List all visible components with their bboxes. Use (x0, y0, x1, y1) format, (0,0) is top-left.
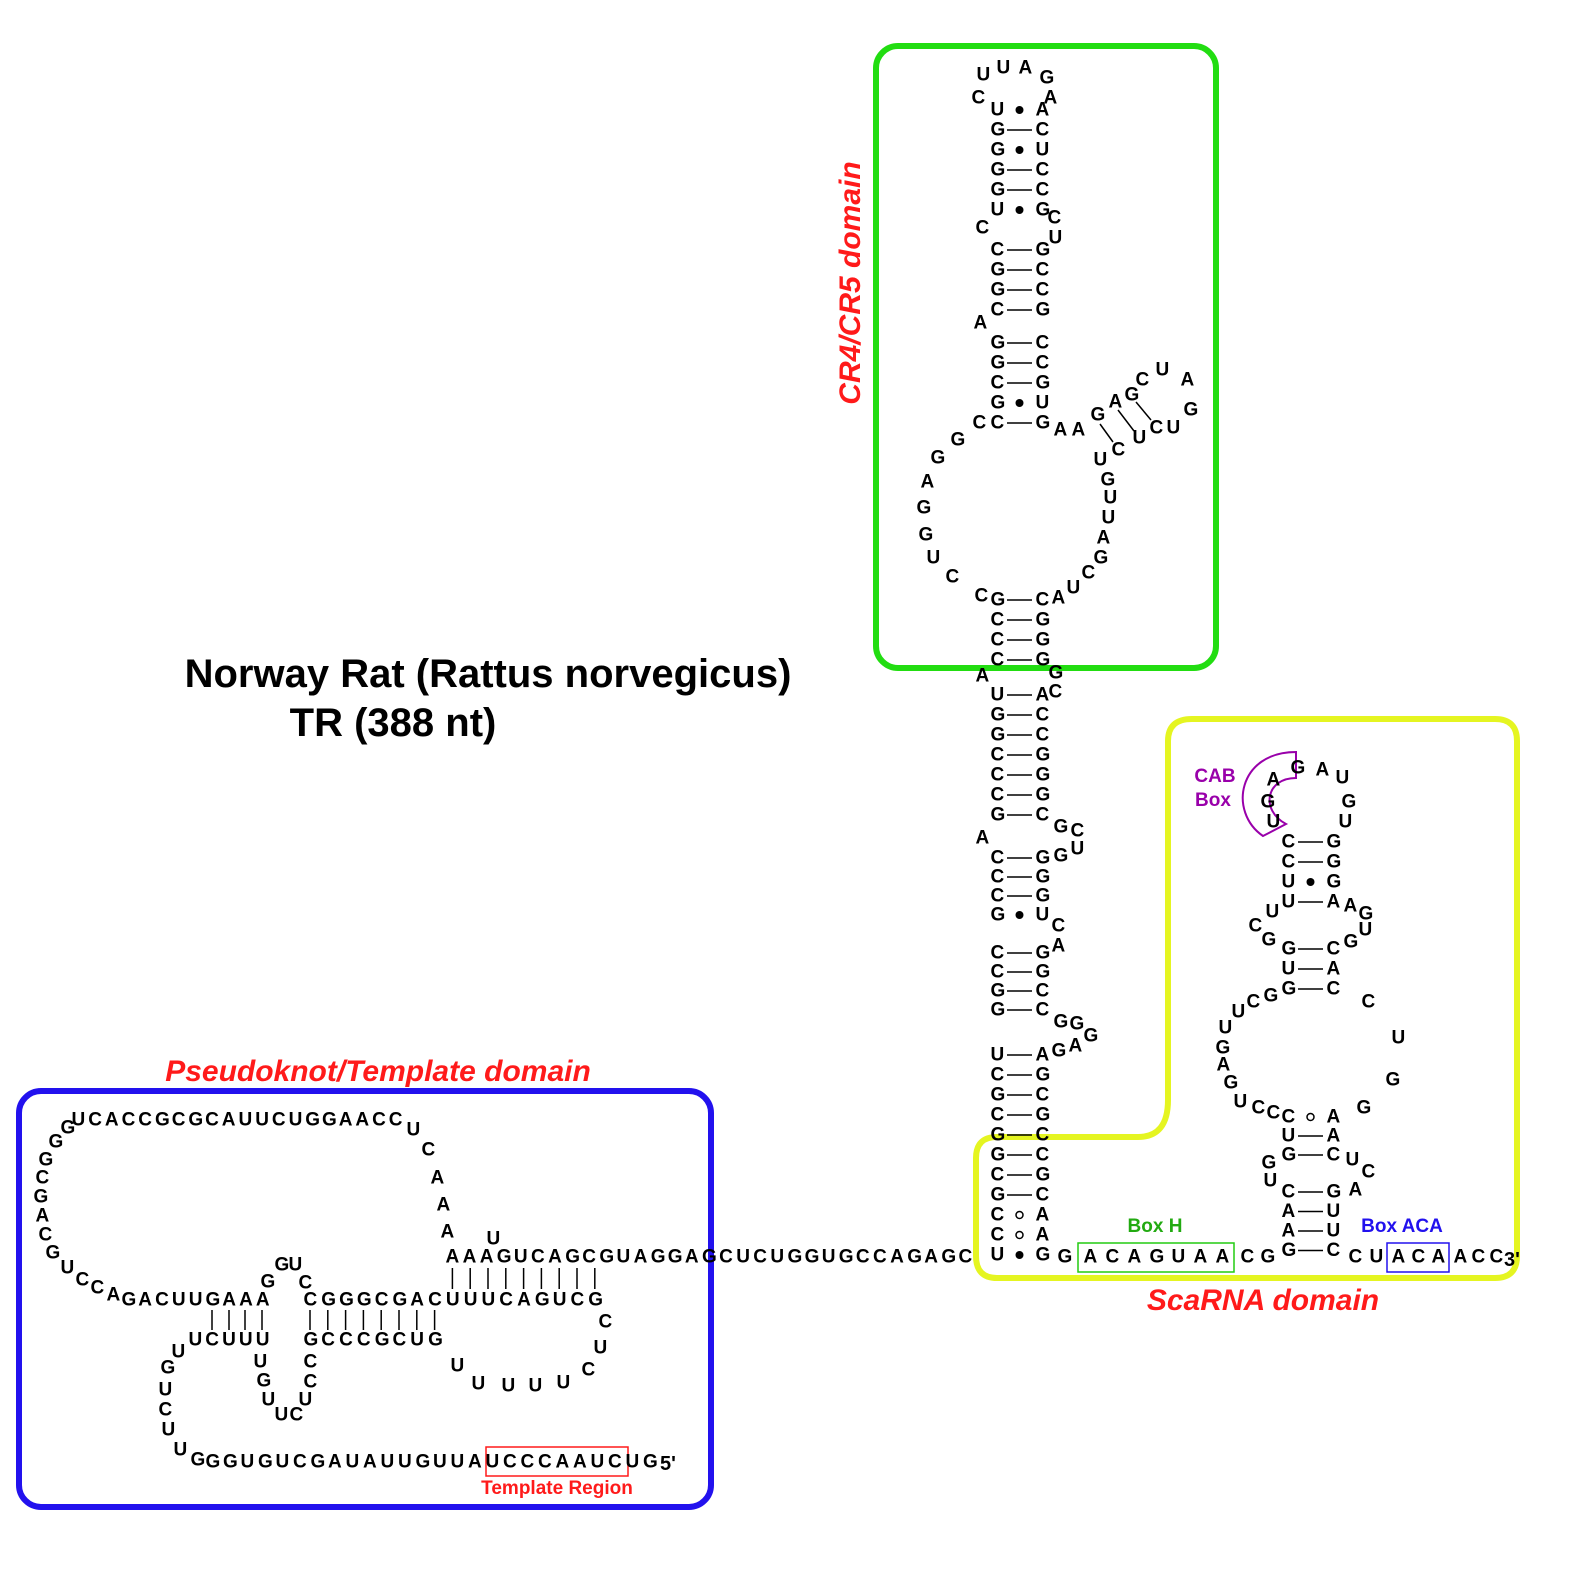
cab-box-outline (1241, 750, 1297, 838)
sequence-sca-stemC-right: CAC (1327, 939, 1341, 1000)
sequence-pk-row2b: CGGGCGACUUUCAGUCG (304, 1290, 604, 1311)
sequence-scarna-post-stem: CU (1349, 1247, 1384, 1268)
noncanonical-pair-circle (1306, 1112, 1315, 1122)
sequence-stem6-bulge-right: CA (1052, 916, 1066, 957)
gu-pair-dot (1015, 146, 1024, 154)
sequence-sca-loop-left: CCUGAGUUCG (1216, 986, 1281, 1124)
title-line2: TR (388 nt) (290, 701, 497, 745)
box-h-frame (1077, 1242, 1235, 1273)
pseudoknot-domain-label: Pseudoknot/Template domain (165, 1055, 591, 1088)
sequence-cr-stem1-right: ACUCCG (1036, 100, 1051, 221)
sequence-sca-loop-right: CUGG (1357, 992, 1406, 1119)
box-aca-label: Box ACA (1361, 1216, 1443, 1237)
sequence-pk-left-down: UGUCUUG (159, 1342, 206, 1471)
sequence-pk-left-arc: GGGCGACGUCCA (34, 1118, 121, 1306)
sequence-stem6-left: CCCG (991, 848, 1006, 926)
sequence-stem8-right: AGCGCCGCAAG (1036, 1045, 1051, 1266)
sequence-pk-loop-right: CUCUUUUU (451, 1312, 613, 1397)
sequence-pk-row2: GACUUGAAA (122, 1290, 270, 1311)
sequence-stem8-left: UCGCGGCGCCU (991, 1045, 1006, 1266)
sequence-tail: ACC (1454, 1247, 1504, 1268)
sequence-stem5-bulge-left: A (976, 828, 990, 849)
gu-pair-dot (1015, 1251, 1024, 1259)
sequence-stem4-right: CGGG (1036, 590, 1051, 671)
sequence-cr-stem2-left: CGGC (991, 240, 1006, 321)
cr4-cr5-domain-label: CR4/CR5 domain (834, 161, 867, 404)
sequence-box-aca: ACA (1392, 1247, 1446, 1268)
base-pair-marks (211, 106, 1323, 1330)
sequence-scarna-pre-box-h: G (1058, 1247, 1073, 1268)
sequence-stem6-right: GGGU (1036, 848, 1051, 926)
sequence-cr-bulge-left: C (976, 218, 990, 239)
sequence-sca-stemA-left: CAAG (1282, 1182, 1297, 1262)
sequence-cr-loop-right: AAGAGCUAGUCUCUGUUAGCUA (1052, 360, 1199, 609)
sequence-stem4-left: GCCC (991, 590, 1006, 671)
sequence-cr-stem3-left: GGCGC (991, 333, 1006, 434)
gu-pair-dot (1015, 206, 1024, 214)
sequence-pk-row3a: UCUUU (189, 1330, 270, 1351)
nucleotides: CUUAGAUGGGGUACUCCGCUCCGGCGCCGAGGCGCCCGUG… (34, 58, 1504, 1473)
sequence-stem7-left: CCGG (991, 943, 1006, 1021)
sequence-stem7-bulge-right: GGGAG (1052, 1012, 1099, 1062)
sequence-pk-mid-loop: UGUUCUCC (254, 1352, 318, 1426)
gu-pair-dot (1015, 106, 1024, 114)
cab-box-label-line2: Box (1195, 790, 1231, 811)
sequence-box-h: ACAGUAA (1084, 1247, 1230, 1268)
box-aca-frame (1386, 1242, 1450, 1273)
sequence-sca-stemC-left-bulge: GCU (1249, 902, 1280, 951)
cr-p6-1-pair-lines (1099, 401, 1152, 443)
sequence-sca-stemA-left-bulge: UG (1262, 1153, 1278, 1192)
sequence-sca-stemA-right: GUUC (1327, 1182, 1342, 1262)
cab-box-label-line1: CAB (1194, 766, 1235, 787)
sequence-cr-stem1-left: UGGGGU (991, 100, 1006, 221)
sequence-stem4-bulge-right: GC (1049, 663, 1064, 703)
sequence-cr-stem3-right: CCGUG (1036, 333, 1051, 434)
sequence-sca-stemA-right-bulge: ACU (1346, 1150, 1376, 1201)
sequence-scarna-post-box-h: CG (1241, 1247, 1276, 1268)
sequence-stem4-bulge-left: A (976, 666, 990, 687)
sequence-stem5-right: ACCGGGC (1036, 685, 1051, 826)
noncanonical-pair-circle (1015, 1230, 1024, 1240)
sequence-pk-hairpin-top: GGUC (261, 1255, 313, 1294)
sequence-stem5-left: UGGCCCG (991, 685, 1006, 826)
sequence-pk-bottom: GGUGUCGAUAUUGUUAUCCCAAUCUG (206, 1452, 658, 1473)
sequence-sca-stemC-left: GUG (1282, 939, 1297, 1000)
sequence-stem7-right: GGCC (1036, 943, 1051, 1021)
sequence-sca-stemB-right: AAC (1327, 1107, 1341, 1166)
box-h-label: Box H (1128, 1216, 1183, 1237)
gu-pair-dot (1015, 911, 1024, 919)
sequence-sca-stemD-right: GGGA (1327, 832, 1342, 913)
sequence-sca-stemB-left: CUG (1282, 1107, 1297, 1166)
sequence-sca-stemD-left: CCUU (1282, 832, 1296, 913)
sequence-pk-row3b: GCCCGCUG (304, 1330, 443, 1351)
gu-pair-dot (1306, 878, 1315, 886)
sequence-cr-loop-left: CGGAGGUCC (917, 413, 989, 607)
sequence-stem5-bulge-right: GCUG (1054, 817, 1085, 867)
sequence-linker: AAAGUCAGCGUAGGAGCUCUGGUGCCAGAGC (446, 1247, 973, 1268)
scarna-domain-box (973, 716, 1520, 1281)
noncanonical-pair-circle (1015, 1210, 1024, 1220)
sequence-pk-top: UCACCGCGCAUUCUGGAACC (72, 1110, 403, 1131)
template-region-box (485, 1446, 629, 1477)
five-prime-label: 5' (660, 1453, 676, 1475)
scarna-domain-label: ScaRNA domain (1147, 1284, 1379, 1317)
pseudoknot-domain-box (16, 1088, 714, 1510)
sequence-sca-stemC-right-bulge: GUGA (1344, 896, 1374, 953)
sequence-cr-bulge-right: CU (1048, 208, 1063, 249)
title-line1: Norway Rat (Rattus norvegicus) (185, 652, 792, 696)
sequence-cr-stem2-right: GCCG (1036, 240, 1051, 321)
template-region-label: Template Region (481, 1478, 633, 1499)
gu-pair-dot (1015, 399, 1024, 407)
three-prime-label: 3' (1504, 1249, 1520, 1271)
sequence-cr-bulge2-left: A (974, 313, 988, 334)
sequence-linker-bulge: U (487, 1229, 501, 1250)
sequence-cab-loop: UGAGAUGU (1261, 758, 1357, 833)
cr4-cr5-domain-box (873, 43, 1219, 671)
sequence-pk-right-arc: UCAAA (407, 1120, 455, 1243)
